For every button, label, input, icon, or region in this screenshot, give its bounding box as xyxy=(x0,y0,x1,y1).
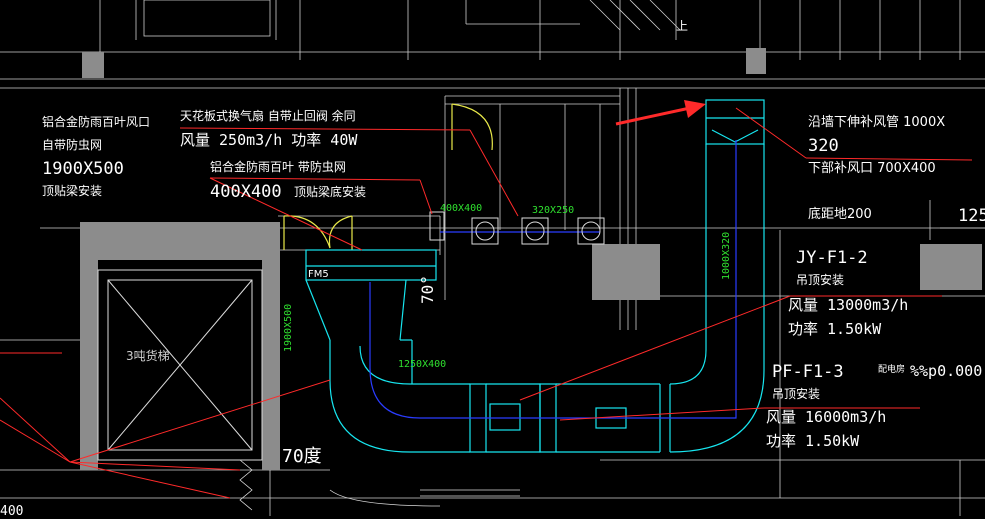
label-louver-mid-1: 铝合金防雨百叶 带防虫网 xyxy=(210,160,346,174)
duct-centerline xyxy=(369,140,737,419)
label-angle-70-bottom: 70度 xyxy=(282,446,322,467)
label-louver-mid-size: 400X400 xyxy=(210,182,282,202)
bottom-fragments xyxy=(239,459,520,511)
label-louver-left-install: 顶贴梁安装 xyxy=(42,184,103,198)
label-right-edge-num: 125 xyxy=(958,206,985,226)
label-pf-flow: 风量 16000m3/h xyxy=(766,408,887,426)
label-pf-power: 功率 1.50kW xyxy=(766,432,860,450)
dim-320x250: 320X250 xyxy=(532,205,575,216)
label-right-outlet: 下部补风口 700X400 xyxy=(808,161,936,176)
red-arrow xyxy=(615,100,706,126)
label-angle-70: 70° xyxy=(418,275,437,304)
label-pf-id: PF-F1-3 xyxy=(772,362,844,382)
dim-400x400: 400X400 xyxy=(440,203,483,214)
leader-lines xyxy=(0,107,973,499)
label-elevator: 3吨货梯 xyxy=(126,349,170,363)
label-jy-flow: 风量 13000m3/h xyxy=(788,296,909,314)
label-pf-install: 吊顶安装 xyxy=(772,387,821,401)
structural-columns xyxy=(80,48,982,470)
label-right-pipe-1: 沿墙下伸补风管 1000X xyxy=(808,115,946,130)
label-pf-note: 配电房 xyxy=(878,365,906,375)
label-top-right-mark: 上 xyxy=(676,19,689,33)
label-right-pipe-2: 320 xyxy=(808,136,839,156)
label-bottom-left: 400 xyxy=(0,504,24,519)
label-louver-left-1: 铝合金防雨百叶风口 xyxy=(42,115,151,129)
label-jy-id: JY-F1-2 xyxy=(796,248,868,268)
dim-1900x500: 1900X500 xyxy=(283,303,294,352)
label-jy-power: 功率 1.50kW xyxy=(788,320,882,338)
label-pf-pct: %%p0.000 xyxy=(910,362,983,380)
dim-1250x400: 1250X400 xyxy=(398,359,447,370)
label-right-bottom-dist: 底距地200 xyxy=(808,207,872,222)
ductwork xyxy=(305,99,765,453)
dim-1000x320: 1000X320 xyxy=(721,231,732,280)
label-louver-mid-install: 顶贴梁底安装 xyxy=(294,185,367,199)
label-louver-left-2: 自带防虫网 xyxy=(42,138,103,152)
elevator-shaft xyxy=(97,269,263,461)
label-fm5: FM5 xyxy=(308,269,329,280)
ceiling-exhaust-fans xyxy=(429,211,605,245)
label-fan-title: 天花板式换气扇 自带止回阀 余同 xyxy=(180,109,356,123)
label-fan-flow: 风量 250m3/h 功率 40W xyxy=(180,131,358,149)
label-louver-left-size: 1900X500 xyxy=(42,159,124,179)
label-jy-install: 吊顶安装 xyxy=(796,273,845,287)
